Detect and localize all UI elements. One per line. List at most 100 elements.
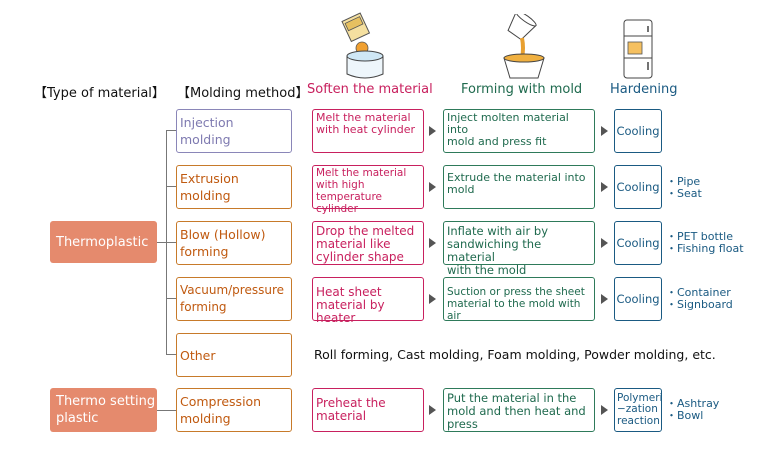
arrow-right-icon	[429, 405, 436, 415]
forming-step-blow: Inflate with air by sandwiching the mate…	[443, 221, 595, 277]
header-type-of-material: 【Type of material】	[34, 86, 165, 101]
arrow-right-icon	[429, 182, 436, 192]
hardening-text: Cooling	[616, 180, 660, 194]
method-label: Compression	[180, 394, 262, 409]
soften-step-injection: Melt the material with heat cylinder	[312, 109, 424, 153]
product-item: ・Pipe	[666, 175, 701, 188]
product-item: ・Ashtray	[666, 397, 720, 410]
product-item: ・Fishing float	[666, 242, 744, 255]
hardening-text: reaction	[617, 414, 660, 427]
method-label: molding	[180, 411, 231, 426]
products-blow: ・PET bottle ・Fishing float	[666, 231, 744, 255]
forming-step-injection: Inject molten material into mold and pre…	[443, 109, 595, 153]
type-thermosetting: Thermo setting plastic	[50, 388, 157, 432]
header-forming: Forming with mold	[461, 82, 583, 97]
melting-pot-icon	[341, 12, 384, 79]
soften-text: Preheat the	[316, 396, 386, 410]
type-thermosetting-label: Thermo setting	[56, 394, 156, 409]
method-extrusion-molding: Extrusion molding	[176, 165, 292, 209]
arrow-right-icon	[429, 126, 436, 136]
refrigerator-icon	[623, 19, 653, 79]
hardening-text: Cooling	[616, 124, 660, 138]
forming-text: Inflate with air by	[447, 224, 548, 238]
connector-line	[166, 242, 176, 243]
type-thermoplastic-label: Thermoplastic	[56, 234, 149, 250]
hardening-text: Cooling	[616, 292, 660, 306]
hardening-text: Cooling	[616, 236, 660, 250]
forming-text: Put the material in the	[447, 391, 577, 405]
other-methods-text: Roll forming, Cast molding, Foam molding…	[314, 347, 716, 362]
connector-line	[166, 354, 176, 355]
product-item: ・Signboard	[666, 298, 733, 311]
soften-text: with heat cylinder	[316, 123, 416, 136]
forming-text: sandwiching the material	[447, 237, 542, 264]
product-item: ・Seat	[666, 187, 702, 200]
header-molding-method: 【Molding method】	[177, 86, 309, 101]
product-item: ・PET bottle	[666, 230, 733, 243]
connector-line	[157, 410, 176, 411]
forming-step-vacuum: Suction or press the sheet material to t…	[443, 277, 595, 322]
hardening-step-compression: Polymeri −zation reaction	[614, 388, 662, 432]
method-label: Extrusion molding	[180, 171, 239, 203]
soften-text: with high temperature	[316, 179, 382, 203]
soften-text: cylinder shape	[316, 250, 404, 264]
method-label: Vacuum/pressure	[180, 283, 285, 297]
product-item: ・Bowl	[666, 409, 704, 422]
pouring-cup-icon	[503, 14, 545, 79]
soften-text: Melt the material	[316, 167, 407, 179]
arrow-right-icon	[601, 294, 608, 304]
arrow-right-icon	[601, 238, 608, 248]
forming-step-extrusion: Extrude the material into mold	[443, 165, 595, 209]
hardening-text: Polymeri	[617, 391, 663, 404]
forming-text: material to the mold with air	[447, 298, 581, 322]
hardening-step-vacuum: Cooling	[614, 277, 662, 321]
forming-text: mold and then heat and	[447, 404, 586, 418]
soften-text: Melt the material	[316, 111, 411, 124]
header-hardening: Hardening	[610, 82, 678, 97]
forming-text: with the mold	[447, 263, 527, 277]
arrow-right-icon	[601, 182, 608, 192]
hardening-text: −zation	[617, 403, 658, 416]
arrow-right-icon	[429, 238, 436, 248]
method-label: forming	[180, 244, 229, 259]
forming-step-compression: Put the material in the mold and then he…	[443, 388, 595, 432]
product-item: ・Container	[666, 286, 731, 299]
products-extrusion: ・Pipe ・Seat	[666, 176, 702, 200]
soften-step-compression: Preheat the material	[312, 388, 424, 432]
method-label: Blow (Hollow)	[180, 227, 266, 242]
soften-step-vacuum: Heat sheet material by heater	[312, 277, 424, 325]
forming-text: mold	[447, 183, 475, 196]
soften-text: cylinder	[316, 203, 358, 215]
hardening-step-blow: Cooling	[614, 221, 662, 265]
connector-line	[166, 186, 176, 187]
forming-text: press	[447, 417, 478, 431]
soften-text: material	[316, 409, 367, 423]
forming-text: Extrude the material into	[447, 171, 586, 184]
method-label: Other	[180, 347, 216, 363]
forming-text: Inject molten material into	[447, 111, 569, 136]
soften-text: Heat sheet	[316, 285, 382, 299]
method-vacuum-pressure-forming: Vacuum/pressure forming	[176, 277, 292, 321]
type-thermoplastic: Thermoplastic	[50, 221, 157, 263]
type-thermosetting-label: plastic	[56, 411, 99, 426]
method-label: Injection molding	[180, 115, 234, 147]
soften-text: Drop the melted	[316, 224, 415, 238]
products-compression: ・Ashtray ・Bowl	[666, 398, 719, 422]
connector-line	[166, 298, 176, 299]
forming-text: mold and press fit	[447, 135, 547, 148]
arrow-right-icon	[601, 405, 608, 415]
header-soften: Soften the material	[307, 82, 433, 97]
hardening-step-injection: Cooling	[614, 109, 662, 153]
soften-step-blow: Drop the melted material like cylinder s…	[312, 221, 424, 265]
method-compression-molding: Compression molding	[176, 388, 292, 432]
arrow-right-icon	[429, 294, 436, 304]
products-vacuum: ・Container ・Signboard	[666, 287, 733, 311]
forming-text: Suction or press the sheet	[447, 286, 585, 298]
connector-line	[166, 130, 176, 131]
method-injection-molding: Injection molding	[176, 109, 292, 153]
connector-line	[157, 242, 166, 243]
method-blow-forming: Blow (Hollow) forming	[176, 221, 292, 265]
soften-text: material by heater	[316, 298, 385, 325]
hardening-step-extrusion: Cooling	[614, 165, 662, 209]
arrow-right-icon	[601, 126, 608, 136]
